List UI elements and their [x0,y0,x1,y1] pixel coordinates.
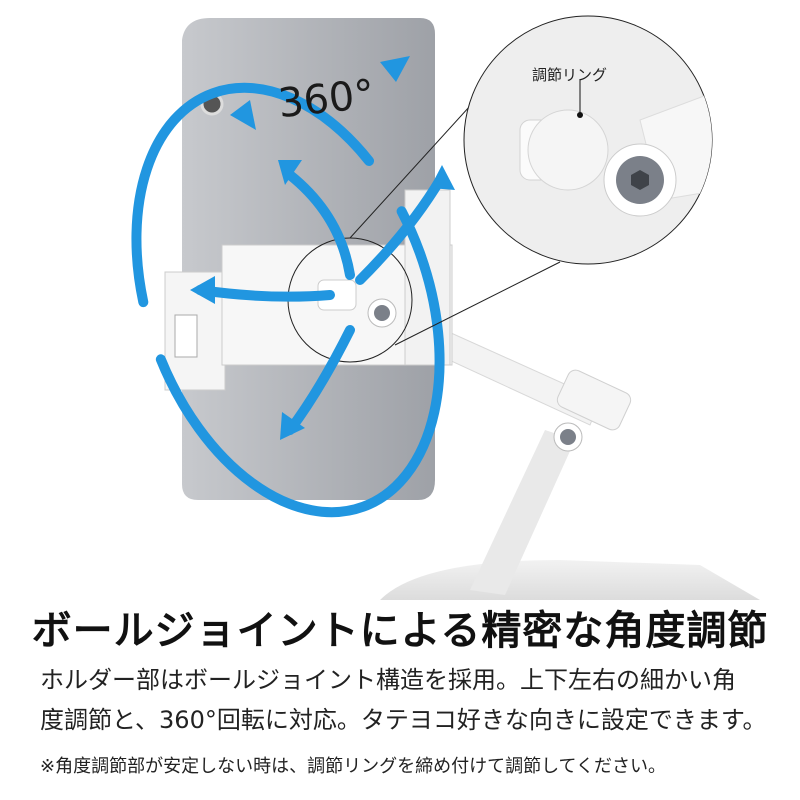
product-illustration: 360° [131,15,760,600]
description: ホルダー部はボールジョイント構造を採用。上下左右の細かい角 度調節と、360°回… [40,660,780,740]
stand-lower-arm [470,430,575,595]
headline: ボールジョイントによる精密な角度調節 [31,608,769,654]
stand-base [380,560,760,600]
rotation-label: 360° [276,71,377,127]
description-line-1: ホルダー部はボールジョイント構造を採用。上下左右の細かい角 [40,666,736,694]
stand-joint [556,369,632,431]
rotation-arrows [131,82,445,518]
adjustment-ring-label: 調節リング [532,66,608,84]
description-line-2: 度調節と、360°回転に対応。タテヨコ好きな向きに設定できます。 [40,706,767,734]
footnote: ※角度調節部が安定しない時は、調節リングを締め付けて調節してください。 [40,756,666,777]
